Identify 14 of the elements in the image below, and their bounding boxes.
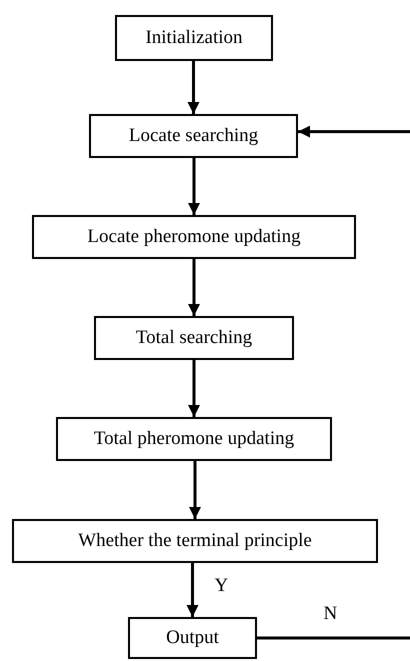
process-box: Locate searching <box>89 114 298 158</box>
arrow <box>298 126 410 138</box>
arrow <box>186 563 198 617</box>
arrow <box>188 158 200 215</box>
arrow <box>188 360 200 417</box>
process-box: Total searching <box>94 316 294 360</box>
process-box: Total pheromone updating <box>56 417 332 461</box>
arrow <box>188 61 200 114</box>
process-box: Output <box>128 617 257 659</box>
arrow <box>188 259 200 316</box>
arrow <box>189 461 201 519</box>
process-box: Whether the terminal principle <box>12 519 378 563</box>
process-box: Initialization <box>115 15 273 61</box>
process-box: Locate pheromone updating <box>32 215 356 259</box>
